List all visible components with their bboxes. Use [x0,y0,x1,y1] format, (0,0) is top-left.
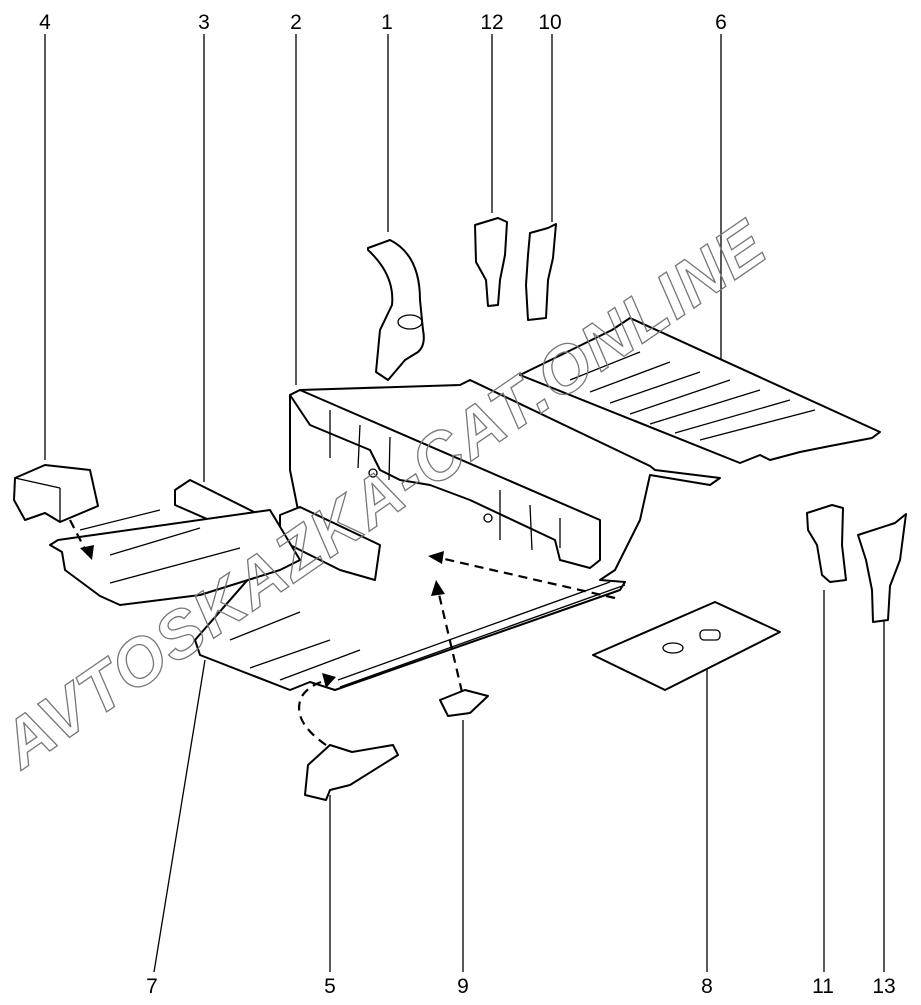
leader-7 [153,659,206,973]
part-2-crossmember-floor [194,379,721,691]
arrow-head-icon [322,673,336,688]
callout-5: 5 [324,975,336,998]
part-1-bracket [367,239,425,381]
callout-12: 12 [480,11,503,34]
part-4-bracket [13,464,99,523]
arrow-9 [436,589,464,693]
leader-lines [44,34,885,973]
callout-7: 7 [146,975,158,998]
callout-11: 11 [812,975,834,998]
callout-2: 2 [290,11,302,34]
part-7-front-floor [49,509,301,606]
part-11-reinforcement [806,504,847,583]
callout-6: 6 [715,11,727,34]
part-6-rear-floor [519,317,881,464]
part-8-plate [592,601,781,691]
callout-10: 10 [538,11,561,34]
callouts-bottom: 7 5 9 8 11 13 [146,975,896,998]
part-10-reinforcement [525,223,557,321]
part-5-bracket [304,744,399,801]
arrow-5 [297,678,329,746]
callout-3: 3 [198,11,210,34]
arrow-head-icon [428,551,444,564]
callout-13: 13 [872,975,895,998]
assembly-arrows [69,519,616,746]
callout-9: 9 [457,975,469,998]
part-13-reinforcement [857,513,907,623]
arrow-head-icon [431,580,445,596]
callout-1: 1 [381,11,393,34]
part-9-cover [439,689,489,717]
callout-4: 4 [39,11,51,34]
arrow-head-icon [80,545,94,560]
part-12-reinforcement [474,217,508,307]
callouts-top: 4 3 2 1 12 10 6 [39,11,727,34]
callout-8: 8 [701,975,713,998]
watermark: AVTOSKAZKA-CAT.ONLINE [0,205,780,782]
